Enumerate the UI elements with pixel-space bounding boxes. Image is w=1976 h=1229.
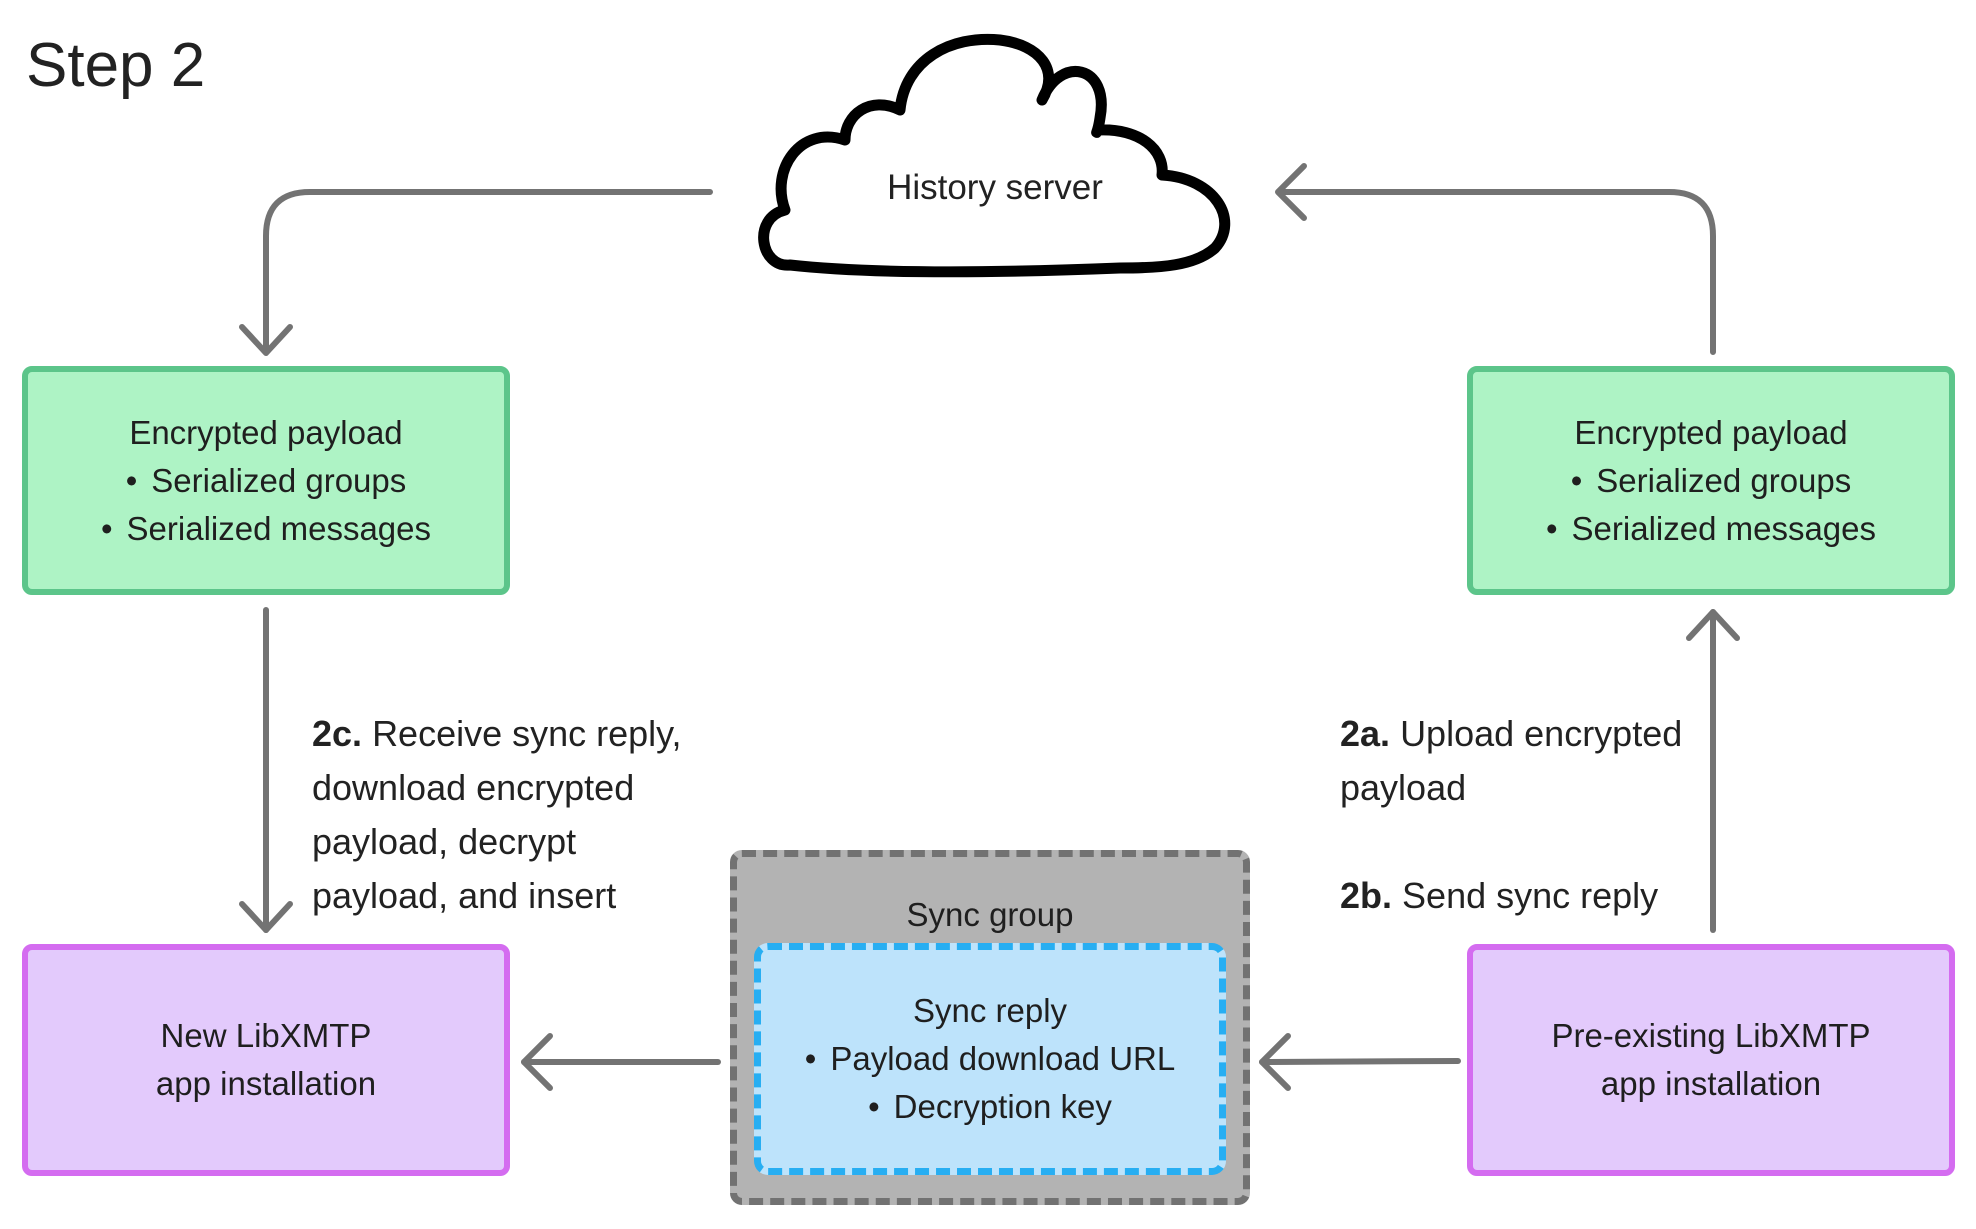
arrowhead-left-payload — [239, 324, 293, 356]
arrow-right-payload-to-cloud — [1279, 189, 1716, 355]
new-install-box: New LibXMTP app installation — [22, 944, 510, 1176]
step-2c-line3: payload, decrypt — [312, 821, 577, 862]
page-title: Step 2 — [26, 31, 206, 100]
cloud-icon — [758, 33, 1231, 278]
left-encrypted-payload-box: Encrypted payload Serialized groups Seri… — [22, 366, 510, 595]
step-2c-line2: download encrypted — [312, 767, 635, 808]
sync-reply-box: Sync reply Payload download URL Decrypti… — [754, 943, 1226, 1175]
arrowhead-sync-group — [1259, 1033, 1291, 1091]
step-2a-tag: 2a. — [1340, 713, 1391, 754]
existing-install-box: Pre-existing LibXMTP app installation — [1467, 944, 1955, 1176]
step-2a-note: 2a. Upload encrypted payload — [1340, 707, 1682, 815]
payload-title: Encrypted payload — [129, 413, 403, 451]
step-2b-text: Send sync reply — [1402, 875, 1659, 916]
payload-item: Serialized messages — [101, 505, 431, 553]
payload-item: Serialized messages — [1546, 505, 1876, 553]
arrow-cloud-to-left-payload — [263, 189, 713, 353]
sync-reply-item: Decryption key — [868, 1083, 1112, 1131]
payload-item: Serialized groups — [1571, 457, 1851, 505]
right-encrypted-payload-box: Encrypted payload Serialized groups Seri… — [1467, 366, 1955, 595]
step-2a-line1: Upload encrypted — [1400, 713, 1683, 754]
arrowhead-new-install — [239, 901, 293, 933]
payload-item: Serialized groups — [126, 457, 406, 505]
step-2c-line4: payload, and insert — [312, 875, 617, 916]
history-server-label: History server — [887, 168, 1103, 207]
arrowhead-new-install-side — [521, 1033, 553, 1091]
step-2a-line2: payload — [1340, 767, 1467, 808]
step-2b-tag: 2b. — [1340, 875, 1393, 916]
sync-reply-item: Payload download URL — [805, 1035, 1175, 1083]
sync-reply-title: Sync reply — [912, 992, 1068, 1029]
payload-title: Encrypted payload — [1574, 413, 1848, 451]
step-2c-line1: Receive sync reply, — [372, 713, 682, 754]
existing-install-line1: Pre-existing LibXMTP — [1551, 1017, 1871, 1054]
step-2c-note: 2c. Receive sync reply, download encrypt… — [312, 707, 682, 923]
arrowhead-cloud — [1275, 163, 1307, 221]
arrow-existing-install-to-sync-group — [1259, 1058, 1461, 1065]
new-install-line1: New LibXMTP — [160, 1017, 372, 1054]
arrowhead-right-payload — [1686, 609, 1740, 641]
new-install-line2: app installation — [155, 1065, 377, 1102]
existing-install-line2: app installation — [1600, 1065, 1822, 1102]
sync-group-label: Sync group — [906, 896, 1074, 933]
step-2b-note: 2b. Send sync reply — [1340, 869, 1658, 923]
step-2c-tag: 2c. — [312, 713, 363, 754]
